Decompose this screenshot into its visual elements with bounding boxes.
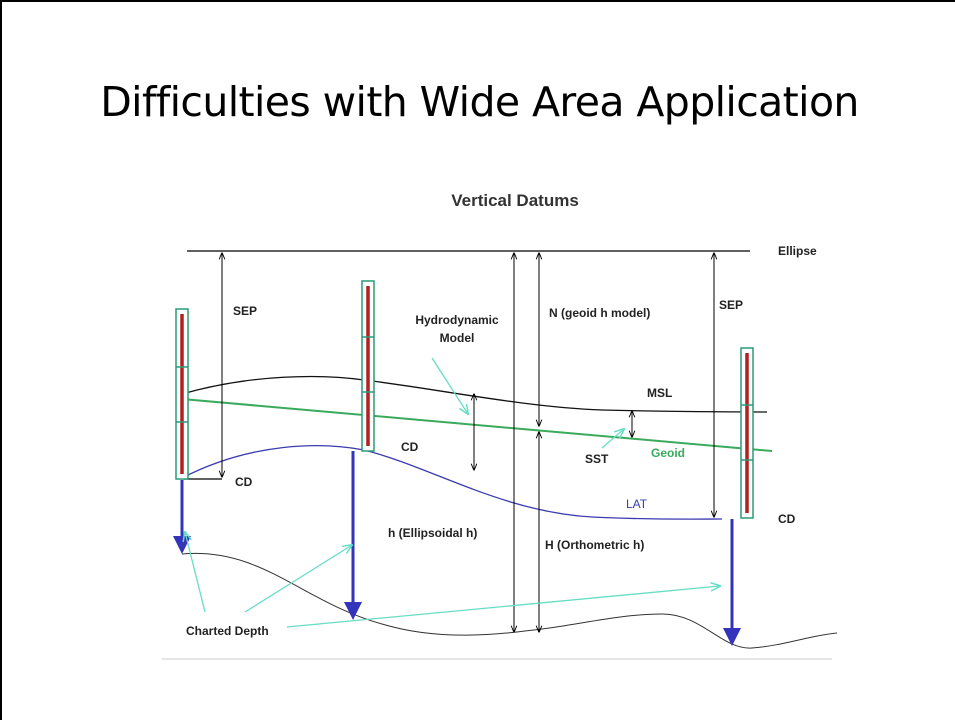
charted-depth-leader-1: [185, 532, 206, 613]
label-ellipse: Ellipse: [778, 244, 817, 258]
seabed-line: [181, 552, 838, 649]
diagram-title: Vertical Datums: [451, 191, 579, 210]
charted-depth-leader-3: [286, 586, 720, 628]
label-msl: MSL: [647, 386, 672, 400]
label-hydro-line2: Model: [440, 331, 475, 345]
label-lat: LAT: [626, 497, 648, 511]
label-n-geoid: N (geoid h model): [549, 306, 650, 320]
label-cd-left: CD: [235, 475, 253, 489]
sst-leader: [601, 429, 624, 449]
slide-title: Difficulties with Wide Area Application: [100, 78, 859, 126]
depth-arrow-right: [723, 519, 741, 646]
label-orthometric-h: H (Orthometric h): [545, 538, 644, 552]
tide-gauge-right: [740, 347, 754, 519]
hydro-model-leader: [431, 357, 468, 414]
label-hydro-line1: Hydrodynamic: [415, 313, 499, 327]
depth-arrow-middle: [344, 451, 362, 620]
label-sep-left: SEP: [233, 304, 257, 318]
label-sep-right: SEP: [719, 298, 743, 312]
charted-depth-leader-2: [244, 545, 352, 613]
label-charted-depth: Charted Depth: [186, 624, 269, 638]
label-geoid: Geoid: [651, 446, 685, 460]
label-cd-middle: CD: [401, 440, 419, 454]
label-ellipsoidal-h: h (Ellipsoidal h): [388, 526, 477, 540]
label-sst: SST: [585, 452, 609, 466]
label-cd-right: CD: [778, 512, 796, 526]
geoid-line: [181, 398, 773, 452]
tide-gauge-left: [175, 308, 189, 480]
lat-line: [181, 445, 723, 520]
tide-gauge-middle: [361, 280, 375, 452]
